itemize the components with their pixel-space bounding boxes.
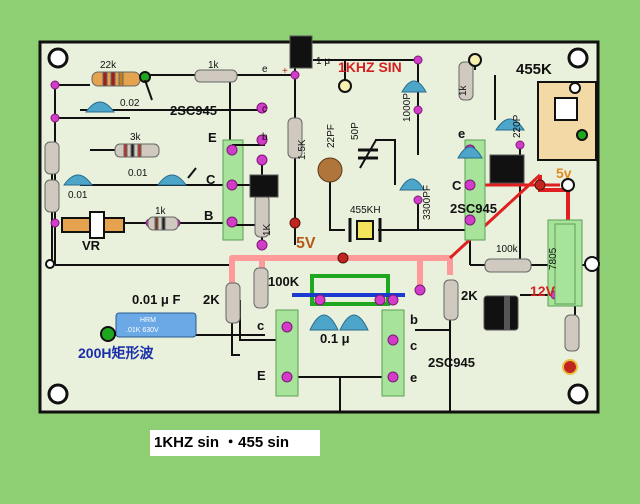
label-c-01u: 0.1 μ: [320, 331, 350, 346]
label-c-50p: 50P: [350, 122, 361, 140]
cap-loop-green: [310, 274, 390, 306]
label-c-002: 0.02: [120, 98, 140, 109]
label-c-001a: 0.01: [128, 168, 148, 179]
resistor-2k-left: [225, 282, 241, 324]
mounting-holes: [47, 47, 589, 405]
label-q3-part: 2SC945: [428, 355, 475, 370]
label-c-001uf: 0.01 μ F: [132, 292, 180, 307]
resistor-100k-center: [253, 267, 269, 309]
label-c-lower-r: c: [410, 338, 417, 353]
label-c-22pf: 22PF: [326, 124, 337, 148]
resistor-22k: [91, 71, 141, 87]
label-hrm-l1: HRM: [140, 317, 156, 324]
hot-trace: [448, 173, 542, 260]
label-r-15k: 1.5K: [297, 139, 308, 160]
label-c-top: c: [262, 104, 267, 115]
label-plus: +: [282, 66, 288, 77]
vr-knob: [89, 211, 105, 239]
resistor-1k-top: [194, 69, 238, 83]
label-r-1k-v: 1K: [262, 223, 273, 236]
label-q1-part: 2SC945: [170, 103, 217, 118]
label-b-left: B: [204, 208, 213, 223]
label-e-right: e: [458, 126, 465, 141]
label-r-1k-mid: 1k: [155, 206, 167, 217]
label-r-1k-right: 1k: [458, 84, 469, 96]
resistor-100k: [484, 258, 532, 273]
resistor-2k-right: [443, 279, 459, 321]
label-c-3300pf: 3300PF: [422, 185, 433, 220]
label-c-1000p: 1000P: [402, 93, 413, 122]
mounting-hole: [567, 383, 589, 405]
label-r-22k: 22k: [100, 60, 117, 71]
label-q2-part: 2SC945: [450, 201, 497, 216]
label-sq-200h: 200H矩形波: [78, 345, 154, 361]
label-xtal: 455KH: [350, 205, 381, 216]
label-hrm-l2: .01K 630V: [126, 327, 159, 334]
label-e-top: e: [262, 64, 268, 75]
label-v12: 12V: [530, 283, 556, 299]
label-if-455k: 455K: [516, 61, 552, 78]
ceramic-caps: [63, 80, 525, 331]
mounting-hole: [47, 383, 69, 405]
trimmer-cap-22pf: [317, 157, 343, 183]
caption-label: 1KHZ sin ・455 sin: [150, 430, 320, 456]
label-c-right: C: [452, 178, 462, 193]
label-b-top: b: [262, 132, 268, 143]
label-e-lower: E: [257, 368, 266, 383]
arrow-22k: [144, 79, 153, 101]
label-c-220p: 220P: [512, 114, 523, 138]
label-c-001b: 0.01: [68, 190, 88, 201]
electrolytic-caps: [249, 35, 525, 331]
label-r-2k-left: 2K: [203, 292, 220, 307]
terminals: [45, 53, 600, 375]
label-r-3k: 3k: [130, 132, 142, 143]
label-title-1khz: 1KHZ SIN: [338, 59, 402, 75]
resistors: [44, 61, 580, 352]
label-vr: VR: [82, 238, 101, 253]
crystal-455kh: [356, 220, 374, 240]
label-cap-1u: 1 μ: [316, 56, 330, 67]
resistor-vr-out: [564, 314, 580, 352]
mounting-hole: [567, 47, 589, 69]
film-cap-hrm: [115, 312, 197, 338]
label-b-lower: b: [410, 312, 418, 327]
regulator-7805: [554, 223, 576, 305]
resistor-1k-right: [458, 61, 474, 101]
label-e-lower-r: e: [410, 370, 417, 385]
resistor-left-v: [44, 141, 60, 175]
pcb-board: [38, 40, 600, 414]
arrow-3k: [187, 167, 197, 179]
resistor-1-5k: [287, 117, 303, 159]
label-v5-right: 5v: [556, 165, 572, 181]
label-reg-7805: 7805: [548, 247, 559, 270]
red-vias: [289, 179, 546, 264]
label-r-100k-center: 100K: [268, 274, 300, 289]
mounting-hole: [47, 47, 69, 69]
label-r-100k: 100k: [496, 244, 519, 255]
resistor-left-v2: [44, 179, 60, 213]
label-r-1k-top: 1k: [208, 60, 220, 71]
label-c-left: C: [206, 172, 216, 187]
label-c-lower: c: [257, 318, 264, 333]
label-r-2k-right: 2K: [461, 288, 478, 303]
label-e-left: E: [208, 130, 217, 145]
label-v5-center: 5V: [296, 235, 316, 252]
